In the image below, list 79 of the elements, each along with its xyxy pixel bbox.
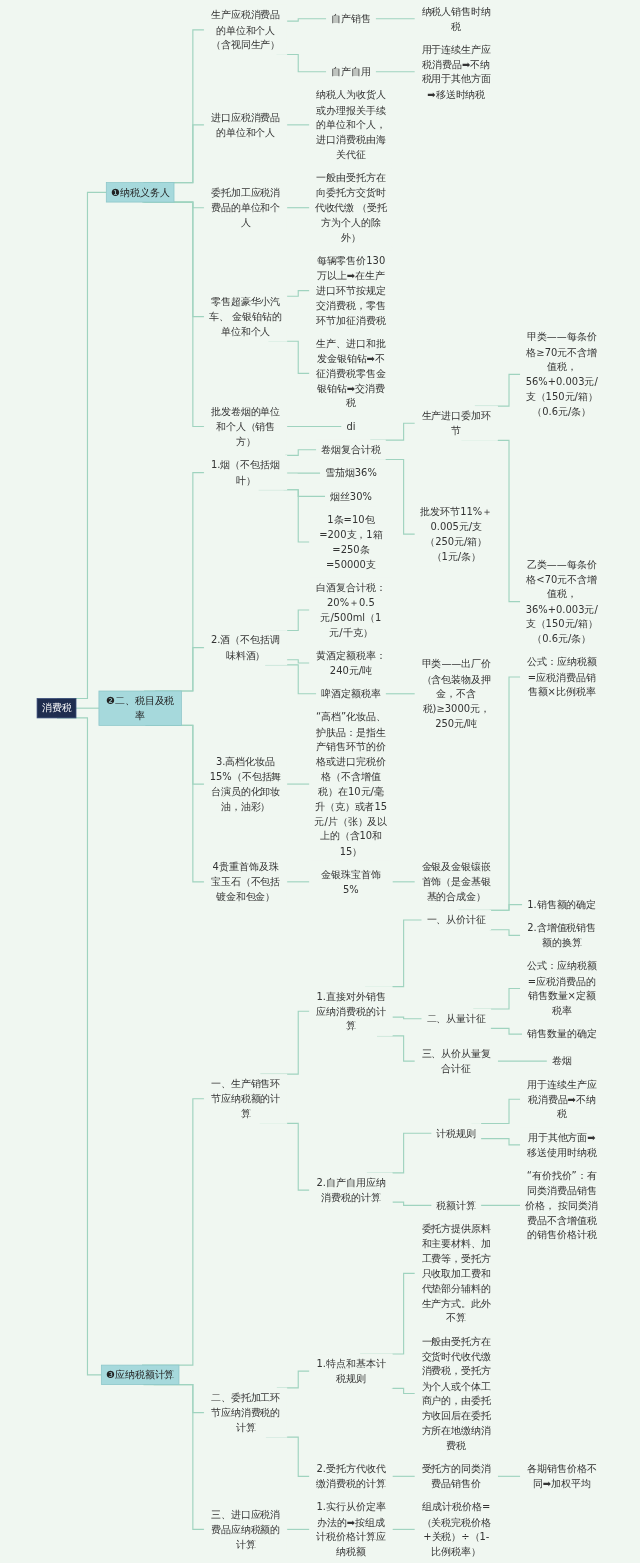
node-text: 1.实行从价定率办法的➡按组成计税价格计算应纳税额 — [316, 1501, 386, 1558]
connector — [286, 472, 321, 474]
connector — [480, 1138, 522, 1146]
node-text: 委托加工应税消费品的单位和个人 — [210, 186, 281, 229]
node-text: 用于连续生产应税消费品➡不纳税 — [526, 1078, 597, 1120]
node-text: 用于其他方面➡移送使用时纳税 — [526, 1131, 597, 1158]
connector — [374, 71, 416, 73]
node-box — [105, 182, 175, 203]
node-text: 计税规则 — [436, 1127, 477, 1139]
node-text: 批发卷烟的单位和个人（销售方） — [210, 405, 281, 447]
node-text: 烟丝30% — [329, 490, 372, 502]
node-text: “高档”化妆品、护肤品：是指生产销售环节的价格或进口完税价格（不含增值税）在10元/毫升（克）或者15元/片（张）及以上的（含10和15） — [314, 711, 388, 857]
connector — [284, 449, 318, 456]
node-text: 啤酒定额税率 — [321, 687, 381, 700]
connector — [489, 1027, 523, 1035]
node-box — [98, 690, 182, 726]
node-text: 1.销售额的确定 — [527, 898, 597, 911]
node-text: 自产销售 — [331, 12, 371, 25]
connector — [489, 929, 522, 936]
connector — [496, 1060, 548, 1062]
connector — [286, 783, 311, 785]
node-text: 金银及金银镶嵌首饰（是金基银基的合成金） — [421, 861, 492, 903]
node-text: 甲类——出厂价（含包装物及押金，不含税)≥3000元，250元/吨 — [421, 658, 492, 730]
node-text: 一般由受托方在向委托方交货时代收代缴 （受托方为个人的除外） — [314, 172, 388, 244]
node-text: 2.含增值税销售额的换算 — [527, 922, 597, 949]
connector — [391, 1475, 416, 1477]
node-text: 乙类——每条价格<70元不含增值税，36%+0.003元/支（150元/箱）（0.6元/条） — [525, 558, 598, 645]
node-text: 委托方提供原料和主要材料、加工费等，受托方只收取加工费和代垫部分辅料的生产方式。此外不算 — [421, 1222, 492, 1324]
node-text: 公式：应纳税额=应税消费品的销售数量×定额税率 — [526, 960, 597, 1017]
node-text: 税额计算 — [436, 1199, 477, 1211]
connector — [286, 207, 311, 209]
node-text: 一般由受托方在交货时代收代缴消费税，受托方为个人或个体工商户的，由委托方收回后在委托方所在地缴纳消费税 — [421, 1335, 492, 1452]
node-box — [36, 698, 77, 719]
connector — [286, 881, 311, 883]
node-text: “有价找价”：有同类消费品销售价格， 按同类消费品不含增值税的销售价格计税 — [525, 1169, 599, 1241]
connector — [480, 1204, 522, 1206]
connector — [286, 425, 343, 428]
connector — [496, 1475, 522, 1477]
node-text: 纳税人为收货人或办理报关手续的单位和个人，进口消费税由海关代征 — [316, 89, 386, 161]
node-text: di — [346, 420, 356, 433]
connector — [286, 290, 311, 297]
node-text: 三、从价从量复合计征 — [421, 1047, 492, 1075]
node-text: 3.高档化妆品15%（不包括舞台演员的化卸妆油，油彩） — [209, 755, 282, 812]
node-text: 纳税人销售时纳税 — [421, 5, 492, 32]
node-text: 生产、进口和批发金银铂钻➡不征消费税零售金银铂钻➡交消费税 — [316, 337, 386, 409]
node-text: 甲类——每条价格≥70元不含增值税，56%+0.003元/支（150元/箱）（0.6元/条） — [525, 331, 598, 418]
node-text: 用于连续生产应税消费品➡不纳税用于其他方面➡移送时纳税 — [421, 43, 492, 100]
connector — [391, 1528, 416, 1530]
node-text: 黄酒定额税率：240元/吨 — [316, 649, 386, 677]
connector — [384, 693, 416, 695]
node-text: 4贵重首饰及珠宝玉石（不包括镀金和包金） — [210, 861, 281, 903]
node-text: 1条=10包=200支，1箱=250条=50000支 — [319, 513, 383, 570]
connector — [286, 1528, 311, 1530]
node-text: 受托方的同类消费品销售价 — [421, 1462, 492, 1490]
connector — [489, 904, 524, 911]
node-text: 销售数量的确定 — [526, 1028, 597, 1040]
node-text: 生产应税消费品的单位和个人（含视同生产） — [210, 9, 281, 51]
node-text: 每辆零售价130万以上➡在生产进口环节按规定交消费税，零售环节加征消费税 — [316, 254, 386, 326]
connector — [75, 707, 100, 709]
node-text: 卷烟 — [551, 1055, 572, 1067]
node-text: 组成计税价格=（关税完税价格+关税）÷（1-比例税率） — [421, 1501, 492, 1558]
node-text: 自产自用 — [331, 65, 371, 78]
node-text: 2.受托方代收代缴消费税的计算 — [316, 1462, 386, 1490]
node-text: 公式：应纳税额=应税消费品销售额×比例税率 — [526, 656, 597, 698]
node-text: 三、进口应税消费品应纳税额的计算 — [210, 1508, 281, 1550]
node-text: 白酒复合计税：20%＋0.5元/500ml（1元/千克） — [316, 581, 386, 638]
connector — [374, 18, 416, 20]
connector — [286, 124, 311, 126]
node-text: 雪茄烟36% — [325, 467, 377, 479]
connector — [391, 881, 416, 883]
node-text: 批发环节11%＋0.005元/支（250元/箱）（1元/条） — [420, 505, 493, 562]
connector — [391, 1201, 433, 1206]
node-text: 各期销售价格不同➡加权平均 — [526, 1462, 597, 1490]
connector — [286, 659, 311, 664]
node-box — [100, 1364, 180, 1385]
node-text: 金银珠宝首饰5% — [321, 868, 381, 895]
node-text: 进口应税消费品的单位和个人 — [210, 111, 281, 138]
connector — [391, 1016, 423, 1020]
connector — [286, 18, 328, 22]
